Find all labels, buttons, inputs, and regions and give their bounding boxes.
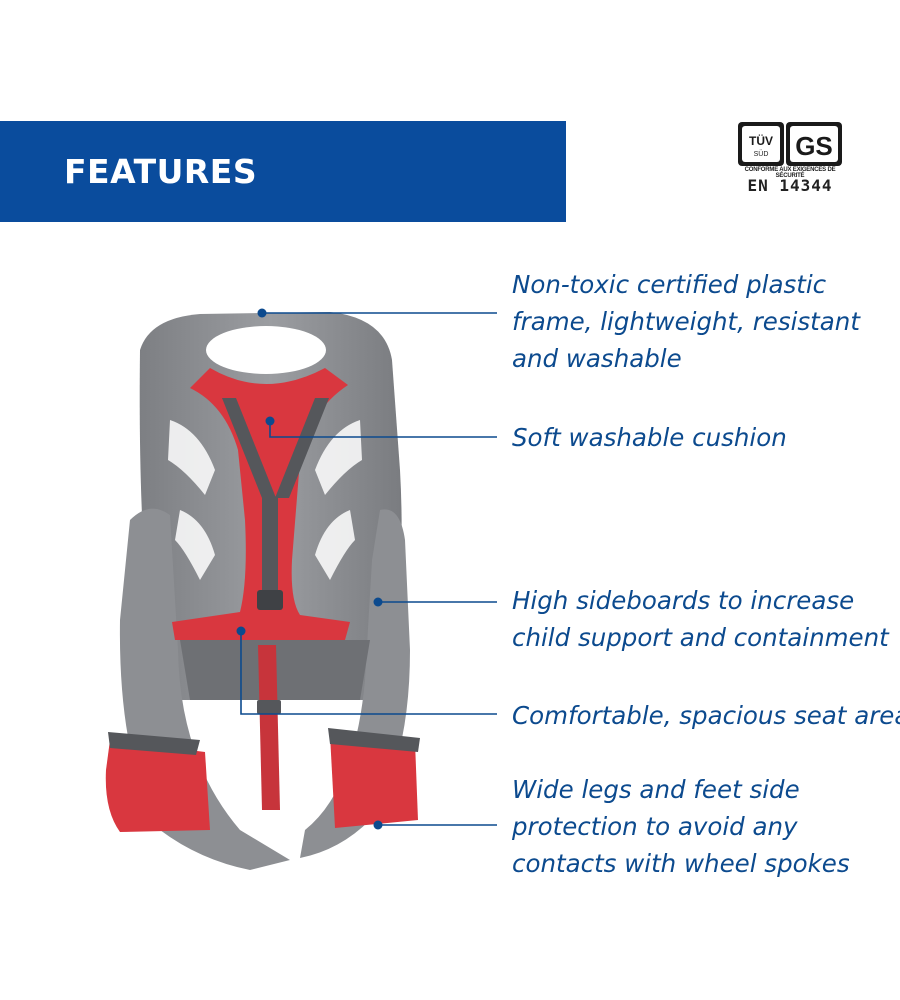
leader-dot-cushion bbox=[265, 416, 275, 426]
feature-sideboards: High sideboards to increase child suppor… bbox=[512, 582, 889, 656]
feature-sideboards-line: child support and containment bbox=[512, 623, 889, 652]
callout-leaders bbox=[236, 308, 497, 830]
feature-frame-line: and washable bbox=[512, 344, 682, 373]
leader-line-cushion bbox=[269, 421, 497, 438]
features-banner: FEATURES bbox=[0, 121, 566, 222]
foot-rests bbox=[105, 728, 420, 832]
leader-dot-seat-area bbox=[236, 626, 246, 636]
feature-leg-protection: Wide legs and feet side protection to av… bbox=[512, 771, 850, 882]
feature-seat-area-line: Comfortable, spacious seat area bbox=[512, 701, 900, 730]
feature-seat-area: Comfortable, spacious seat area bbox=[512, 697, 900, 734]
leader-dot-leg-protection bbox=[373, 820, 383, 830]
leader-dot-sideboards bbox=[373, 597, 383, 607]
feature-frame-line: frame, lightweight, resistant bbox=[512, 307, 860, 336]
feature-leg-protection-line: protection to avoid any bbox=[512, 812, 798, 841]
standard-code: EN 14344 bbox=[747, 176, 833, 195]
leader-dot-frame bbox=[257, 308, 267, 318]
gs-label: GS bbox=[795, 131, 833, 161]
conformity-text: CONFORME AUX EXIGENCES DE SÉCURITÉ bbox=[744, 167, 836, 179]
feature-frame-line: Non-toxic certified plastic bbox=[512, 270, 827, 299]
feature-leg-protection-line: contacts with wheel spokes bbox=[512, 849, 850, 878]
feature-frame: Non-toxic certified plastic frame, light… bbox=[512, 266, 860, 377]
seat-cushion bbox=[172, 368, 350, 810]
feature-cushion: Soft washable cushion bbox=[512, 419, 787, 456]
feature-sideboards-line: High sideboards to increase bbox=[512, 586, 855, 615]
tuv-label: TÜV bbox=[749, 133, 773, 148]
tuv-gs-logo: TÜV SÜD GS bbox=[738, 122, 842, 166]
tuv-sub-label: SÜD bbox=[754, 150, 769, 158]
feature-leg-protection-line: Wide legs and feet side bbox=[512, 775, 800, 804]
banner-title: FEATURES bbox=[64, 152, 258, 191]
feature-cushion-line: Soft washable cushion bbox=[512, 423, 787, 452]
leader-line-seat-area bbox=[240, 631, 497, 715]
certification-mark: TÜV SÜD GS CONFORME AUX EXIGENCES DE SÉC… bbox=[737, 121, 843, 197]
